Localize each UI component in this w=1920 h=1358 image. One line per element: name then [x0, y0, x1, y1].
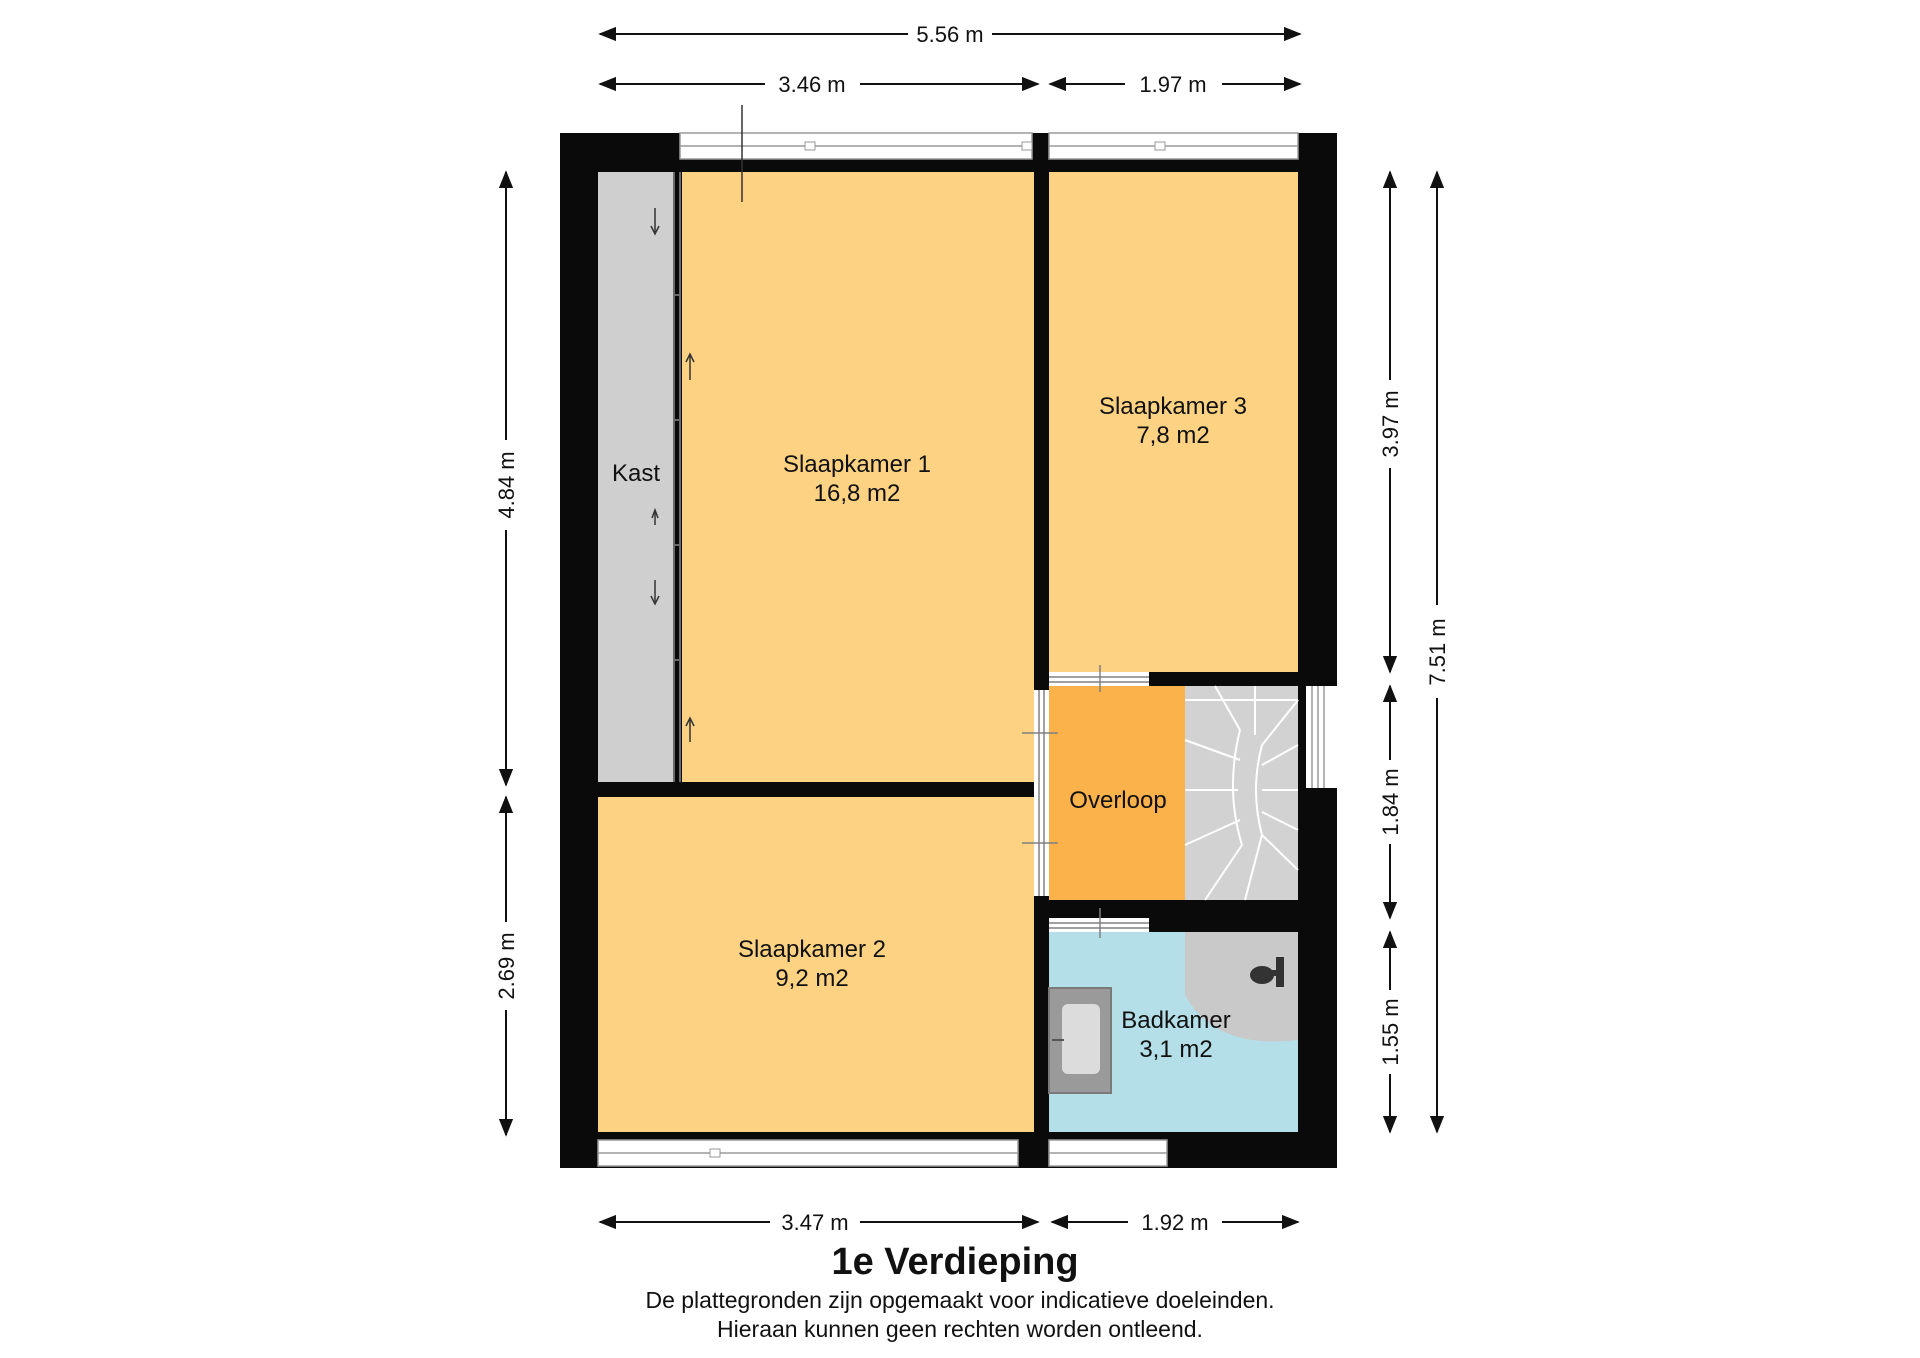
dim-top-left: 3.46 m	[778, 72, 845, 97]
dim-right-lower: 1.55 m	[1378, 998, 1403, 1065]
stair-window-wall	[1306, 686, 1337, 788]
disclaimer-line-1: De plattegronden zijn opgemaakt voor ind…	[645, 1287, 1275, 1313]
room-slaapkamer1-area: 16,8 m2	[814, 480, 901, 507]
shower-tray	[1185, 932, 1298, 1042]
door-opening-overloop-top	[1049, 672, 1149, 686]
stair-window	[1311, 686, 1325, 788]
dim-bottom-right: 1.92 m	[1141, 1210, 1208, 1235]
sink-icon	[1048, 987, 1112, 1094]
disclaimer-line-2: Hieraan kunnen geen rechten worden ontle…	[717, 1316, 1203, 1342]
stair-area	[1185, 686, 1298, 900]
room-slaapkamer2-name: Slaapkamer 2	[738, 936, 886, 963]
door-opening-overloop-bottom	[1049, 918, 1149, 932]
dim-right-middle: 1.84 m	[1378, 768, 1403, 835]
footer: 1e Verdieping De plattegronden zijn opge…	[0, 1238, 1920, 1344]
closet-doors	[673, 172, 681, 782]
room-overloop-label: Overloop	[1069, 787, 1166, 814]
dim-left-upper: 4.84 m	[494, 451, 519, 518]
closet-arrows	[650, 208, 695, 742]
overloop-floor	[1049, 686, 1185, 900]
room-badkamer-area: 3,1 m2	[1139, 1036, 1212, 1063]
room-slaapkamer2-area: 9,2 m2	[775, 965, 848, 992]
closet-floor	[598, 172, 674, 782]
dim-left-lower: 2.69 m	[494, 932, 519, 999]
slaapkamer2-floor	[598, 797, 1034, 1132]
room-badkamer-name: Badkamer	[1121, 1007, 1230, 1034]
door-lines	[1022, 665, 1149, 938]
room-kast-label: Kast	[612, 460, 660, 487]
staircase	[1184, 685, 1299, 901]
dim-bottom-left: 3.47 m	[781, 1210, 848, 1235]
room-slaapkamer3-area: 7,8 m2	[1136, 422, 1209, 449]
dim-right-upper: 3.97 m	[1378, 390, 1403, 457]
dim-top-total: 5.56 m	[916, 22, 983, 47]
shower-head-icon	[1250, 957, 1284, 987]
room-slaapkamer1-name: Slaapkamer 1	[783, 451, 931, 478]
slaapkamer3-floor	[1049, 172, 1298, 672]
dim-lines	[498, 26, 1445, 1230]
slaapkamer1-floor	[682, 172, 1034, 782]
room-slaapkamer3-name: Slaapkamer 3	[1099, 393, 1247, 420]
floor-title: 1e Verdieping	[831, 1241, 1079, 1283]
dim-right-total: 7.51 m	[1425, 618, 1450, 685]
door-opening-overloop-left	[1034, 690, 1049, 896]
dim-top-right: 1.97 m	[1139, 72, 1206, 97]
